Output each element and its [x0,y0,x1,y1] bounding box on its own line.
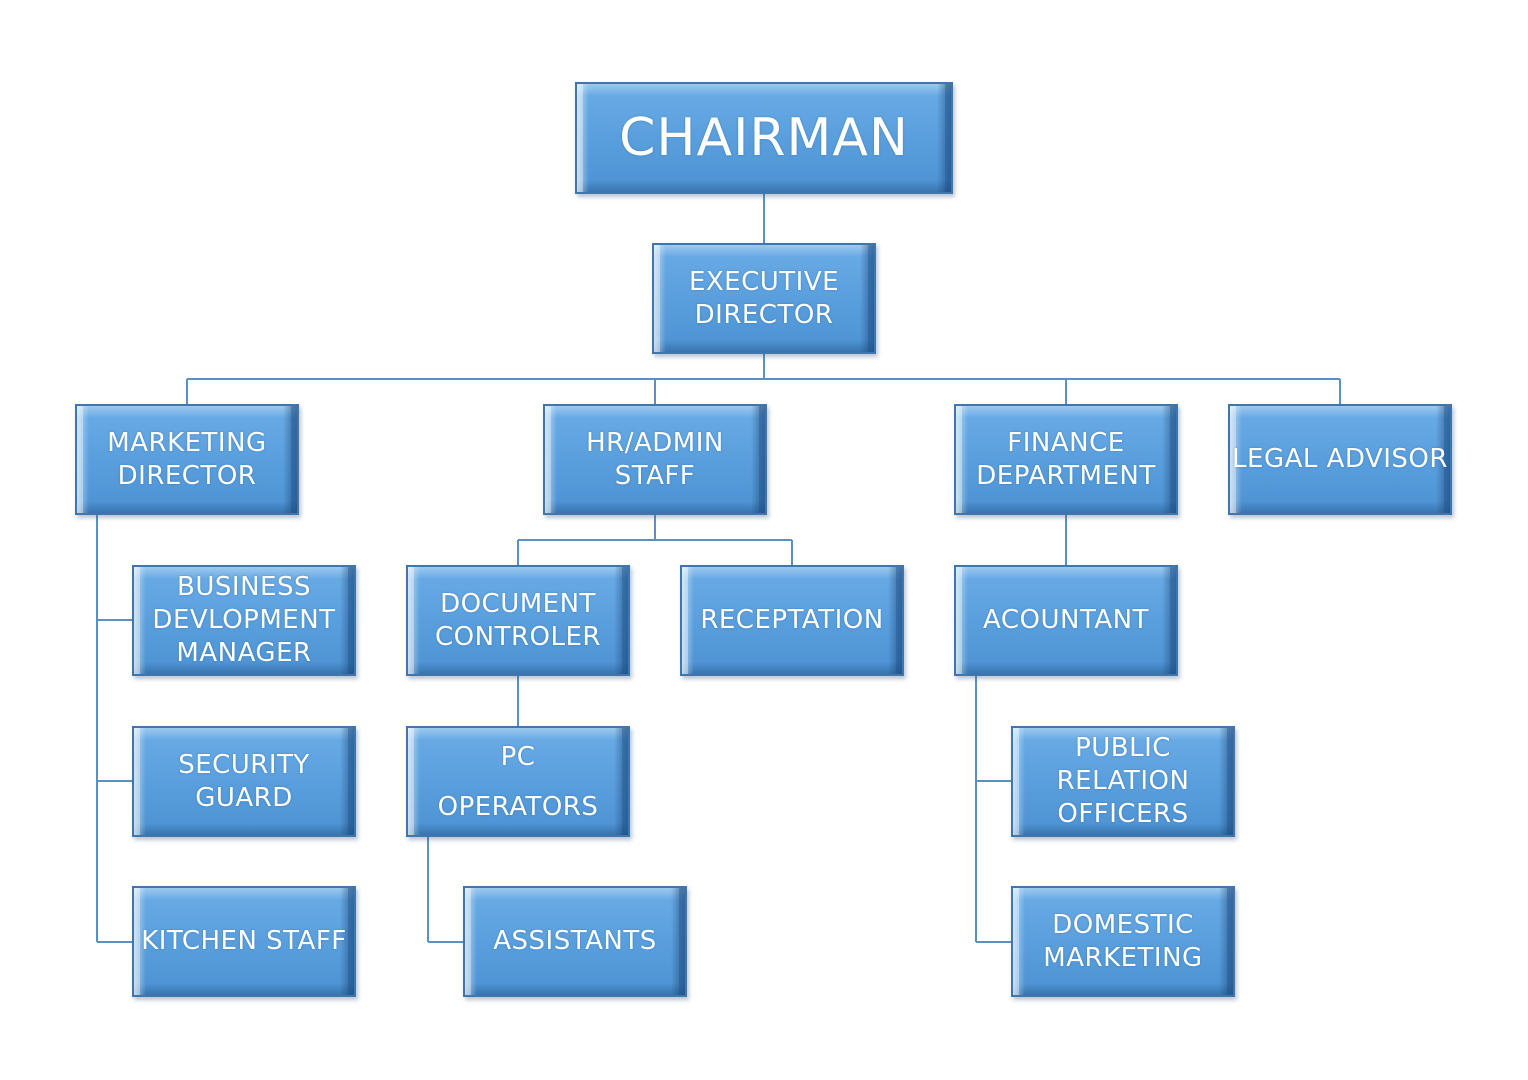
node-kitchen-staff-label: KITCHEN STAFF [141,926,347,956]
node-chairman-label: CHAIRMAN [619,108,909,168]
node-marketing-director-label: MARKETING DIRECTOR [107,427,267,491]
node-domestic-marketing: DOMESTIC MARKETING [1011,886,1235,997]
node-legal-advisor: LEGAL ADVISOR [1228,404,1452,515]
node-hr-admin-staff-label: HR/ADMIN STAFF [586,427,724,491]
node-business-devlopment-manager: BUSINESS DEVLOPMENT MANAGER [132,565,356,676]
node-security-guard: SECURITY GUARD [132,726,356,837]
node-finance-department-label: FINANCE DEPARTMENT [976,427,1156,491]
node-business-devlopment-manager-label: BUSINESS DEVLOPMENT MANAGER [152,572,336,668]
node-marketing-director: MARKETING DIRECTOR [75,404,299,515]
node-pc-operators-label: PC OPERATORS [437,741,599,822]
node-acountant: ACOUNTANT [954,565,1178,676]
node-executive-director: EXECUTIVE DIRECTOR [652,243,876,354]
node-receptation-label: RECEPTATION [700,605,884,635]
node-assistants-label: ASSISTANTS [493,926,657,956]
node-document-controler: DOCUMENT CONTROLER [406,565,630,676]
node-pc-operators: PC OPERATORS [406,726,630,837]
node-finance-department: FINANCE DEPARTMENT [954,404,1178,515]
node-chairman: CHAIRMAN [575,82,953,194]
node-kitchen-staff: KITCHEN STAFF [132,886,356,997]
node-acountant-label: ACOUNTANT [983,605,1149,635]
node-public-relation-officers-label: PUBLIC RELATION OFFICERS [1056,733,1190,829]
node-hr-admin-staff: HR/ADMIN STAFF [543,404,767,515]
node-domestic-marketing-label: DOMESTIC MARKETING [1043,909,1203,973]
node-security-guard-label: SECURITY GUARD [178,749,310,813]
node-assistants: ASSISTANTS [463,886,687,997]
node-executive-director-label: EXECUTIVE DIRECTOR [688,266,840,330]
node-public-relation-officers: PUBLIC RELATION OFFICERS [1011,726,1235,837]
node-document-controler-label: DOCUMENT CONTROLER [435,588,601,652]
node-receptation: RECEPTATION [680,565,904,676]
node-legal-advisor-label: LEGAL ADVISOR [1232,444,1448,474]
